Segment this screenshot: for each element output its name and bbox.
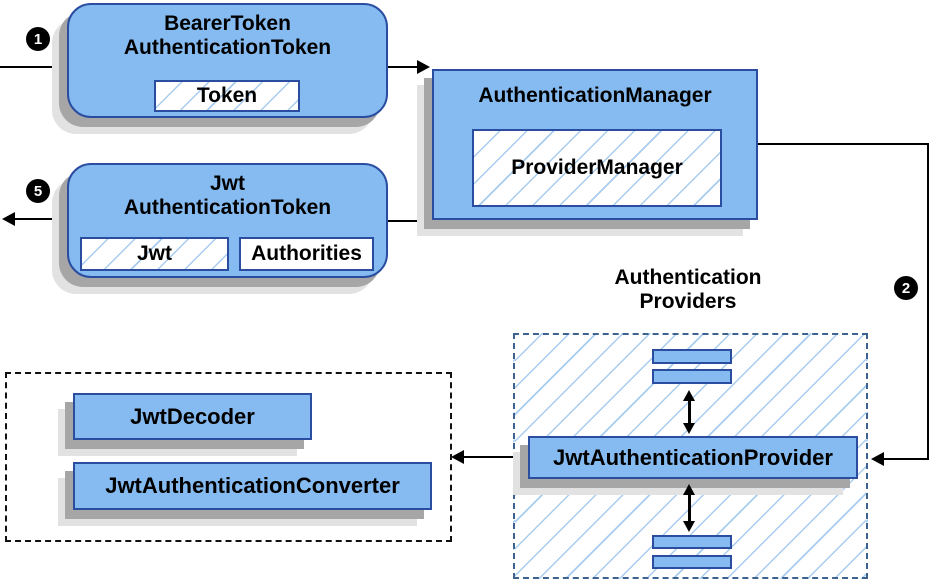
step-5-number: 5 [33,182,43,200]
manager-to-jwt-token-line [388,220,434,222]
arrowhead-right-icon [417,60,430,74]
authentication-providers-label: Authentication Providers [600,266,776,314]
manager-to-provider-line-top [758,143,929,145]
jwt-decoder-node: JwtDecoder [73,393,312,440]
authentication-providers-label-line2: Providers [639,290,737,313]
arrowhead-left-icon [871,452,884,466]
authorities-field-label: Authorities [251,242,362,265]
jwt-token-title-line1: Jwt [209,172,245,195]
jwt-authentication-provider-label: JwtAuthenticationProvider [553,444,833,470]
arrowhead-down-icon [683,521,695,532]
step-1-number: 1 [33,30,43,48]
step-1-badge: 1 [26,27,50,51]
step-2-number: 2 [901,279,911,297]
provider-manager-label: ProviderManager [511,156,683,179]
provider-list-arrow-bottom [683,484,695,532]
provider-stub-bar [652,535,732,549]
jwt-token-title: Jwt AuthenticationToken [69,165,386,220]
jwt-token-title-line2: AuthenticationToken [123,196,332,219]
arrowhead-up-icon [683,390,695,401]
bearer-token-title-line1: BearerToken [164,12,291,35]
jwt-decoder-label: JwtDecoder [130,403,255,429]
provider-stub-bar [652,555,732,569]
provider-list-arrow-top [683,390,695,434]
jwt-authentication-provider-node: JwtAuthenticationProvider [528,436,858,479]
provider-manager-field: ProviderManager [472,129,722,207]
provider-to-decoder-line [463,456,528,458]
jwt-authentication-converter-node: JwtAuthenticationConverter [73,462,432,510]
provider-stub-bar [652,369,732,384]
bearer-to-manager-line [388,66,419,68]
authentication-manager-node: AuthenticationManager ProviderManager [432,69,758,220]
bearer-token-title-line2: AuthenticationToken [123,36,332,59]
arrowhead-down-icon [683,423,695,434]
step-5-badge: 5 [26,179,50,203]
bearer-token-authentication-token-node: BearerToken AuthenticationToken Token [67,3,388,118]
arrowhead-up-icon [683,484,695,495]
authorities-field: Authorities [239,237,374,271]
authentication-providers-label-line1: Authentication [614,266,762,289]
bearer-token-title: BearerToken AuthenticationToken [69,5,386,60]
arrowhead-left-icon [2,212,15,226]
jwt-field-label: Jwt [136,242,172,265]
jwt-authentication-converter-label: JwtAuthenticationConverter [105,473,400,498]
incoming-request-line [0,66,67,68]
authentication-manager-title: AuthenticationManager [478,84,712,107]
manager-to-provider-line-bottom [884,458,929,460]
step-2-badge: 2 [894,276,918,300]
manager-to-provider-line-vertical [927,143,929,460]
outgoing-token-line [13,218,67,220]
arrowhead-left-icon [451,450,464,464]
token-field: Token [154,80,300,112]
jwt-authentication-token-node: Jwt AuthenticationToken Jwt Authorities [67,163,388,278]
provider-stub-bar [652,349,732,364]
token-field-label: Token [196,84,258,107]
jwt-field: Jwt [80,237,229,271]
